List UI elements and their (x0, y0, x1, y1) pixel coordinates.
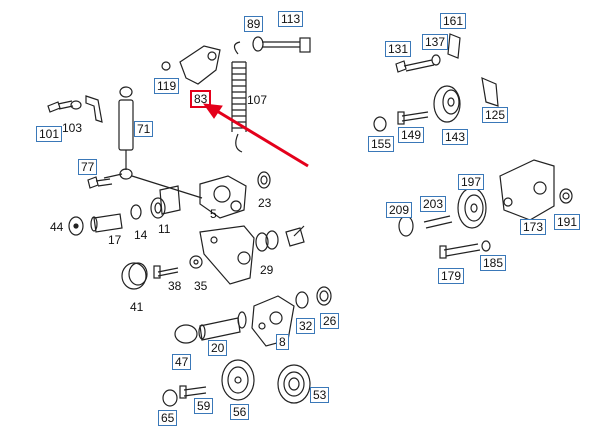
bolt-77-drawing (87, 176, 113, 189)
part-label-20[interactable]: 20 (208, 340, 228, 356)
part-label-173[interactable]: 173 (520, 219, 547, 235)
right-bottom-assembly-drawing (398, 159, 573, 259)
part-label-197[interactable]: 197 (458, 174, 485, 190)
part-label-44: 44 (50, 220, 64, 234)
part-label-83-highlighted[interactable]: 83 (190, 90, 212, 108)
part-label-131[interactable]: 131 (385, 41, 412, 57)
shaft-group-drawing (68, 185, 181, 236)
part-label-14: 14 (134, 228, 148, 242)
spring-107-drawing (231, 41, 247, 153)
part-label-125[interactable]: 125 (482, 107, 509, 123)
part-label-191[interactable]: 191 (554, 214, 581, 230)
part-label-107: 107 (247, 93, 268, 107)
part-label-26[interactable]: 26 (320, 313, 340, 329)
part-label-203[interactable]: 203 (420, 196, 447, 212)
part-label-11: 11 (158, 222, 171, 236)
bolt-113-drawing (252, 36, 311, 53)
part-label-35: 35 (194, 279, 208, 293)
part-label-29: 29 (260, 263, 274, 277)
part-label-71[interactable]: 71 (134, 121, 154, 137)
part-label-103: 103 (62, 121, 83, 135)
part-label-137[interactable]: 137 (422, 34, 449, 50)
part-label-65[interactable]: 65 (158, 410, 178, 426)
highlight-arrow (202, 103, 309, 168)
part-label-119[interactable]: 119 (154, 78, 180, 94)
part-label-17: 17 (108, 233, 122, 247)
part-label-77[interactable]: 77 (78, 159, 98, 175)
part-label-161[interactable]: 161 (440, 13, 467, 29)
shaft-20-drawing (174, 311, 247, 344)
part-label-53[interactable]: 53 (310, 387, 330, 403)
part-label-56[interactable]: 56 (230, 404, 250, 420)
part-label-149[interactable]: 149 (398, 127, 425, 143)
bracket-119-drawing (161, 45, 221, 85)
part-label-143[interactable]: 143 (442, 129, 469, 145)
part-label-209[interactable]: 209 (386, 202, 413, 218)
part-label-155[interactable]: 155 (368, 136, 395, 152)
cap-41-drawing (121, 255, 203, 290)
pulley-group-drawing (162, 359, 311, 407)
part-label-101[interactable]: 101 (36, 126, 63, 142)
part-label-89[interactable]: 89 (244, 16, 264, 32)
right-top-assembly-drawing (373, 33, 499, 132)
part-label-8[interactable]: 8 (276, 334, 289, 350)
bolt-101-drawing (47, 95, 103, 123)
part-label-41: 41 (130, 300, 144, 314)
part-label-38: 38 (168, 279, 182, 293)
part-label-59[interactable]: 59 (194, 398, 214, 414)
tensioner-5-drawing (199, 171, 271, 219)
damper-71-drawing (103, 86, 203, 199)
part-label-185[interactable]: 185 (480, 255, 507, 271)
part-label-179[interactable]: 179 (438, 268, 465, 284)
housing-29-drawing (199, 225, 305, 285)
part-label-32[interactable]: 32 (296, 318, 316, 334)
part-label-5: 5 (210, 207, 217, 221)
part-label-113[interactable]: 113 (278, 11, 304, 27)
part-label-47[interactable]: 47 (172, 354, 192, 370)
part-label-23: 23 (258, 196, 272, 210)
